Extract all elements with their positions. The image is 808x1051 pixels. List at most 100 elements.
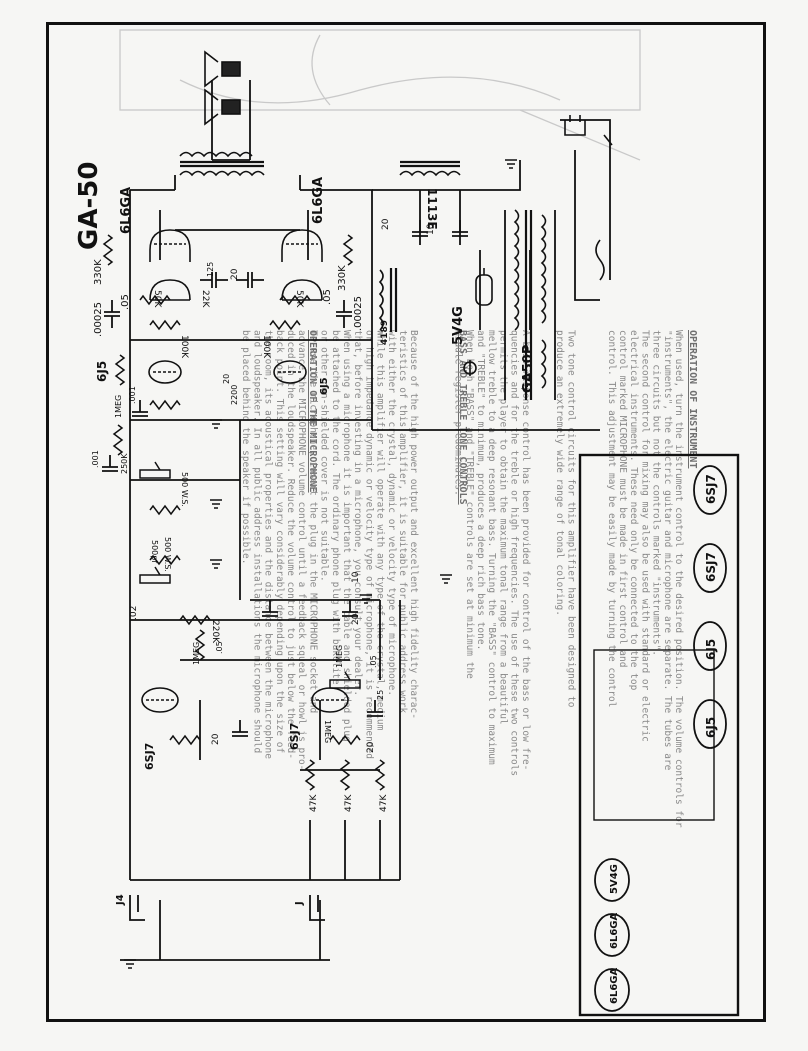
tube-5v4g-icon (463, 268, 493, 376)
label-500pf: 500pf (150, 540, 159, 563)
chassis-tube-socket (693, 699, 727, 749)
label-001-a: .001 (128, 386, 137, 404)
instruction-line: mellow treble to a deep resonant bass. T… (486, 330, 497, 765)
tube-label-6l6-left: 6L6GA (119, 187, 134, 234)
instruction-line: middle register predominates. (453, 330, 464, 496)
speaker-icon (204, 50, 241, 126)
instruction-line: with either the crystal, dynamic or velo… (386, 330, 397, 696)
label-20-bias-r: 20 (222, 374, 231, 384)
instruction-line: A bass response control has been provide… (520, 330, 531, 770)
label-250k: 250K (120, 453, 129, 474)
instruction-line: teristics of this amplifier, it is suita… (397, 330, 408, 713)
instruction-line: When both "BASS" and "TREBLE" controls a… (464, 330, 475, 679)
instruction-line: and "TREBLE" to minimum, produces a deep… (475, 330, 486, 650)
label-10-filter-a: 10 (426, 223, 436, 235)
instruction-line: Two tone control circuits for this ampli… (565, 330, 576, 708)
label-20-bias: 20 (230, 268, 240, 280)
background-sketch (119, 29, 641, 161)
label-25: 25 (376, 690, 385, 700)
chassis-tube-socket (594, 913, 630, 957)
instruction-line: advance the MICROPHONE volume control un… (296, 330, 307, 770)
label-05-pre-right: .05 (369, 655, 378, 668)
schematic-frame (46, 22, 766, 1022)
chassis-tube-label: 6SJ7 (704, 552, 718, 582)
label-20-pre-right: 20 (366, 741, 376, 753)
label-05-right: .05 (322, 289, 333, 305)
output-transformer-icon (179, 151, 265, 177)
label-05-pre: .05 (215, 641, 224, 654)
label-pot-bass: 500 W.S. (180, 472, 189, 507)
instruction-line: control. This adjustment may be easily m… (606, 330, 617, 708)
instruction-line: control marked MICROPHONE must be made i… (617, 330, 628, 667)
label-02: .02 (129, 606, 139, 620)
label-1meg-c: 1MEG (335, 645, 344, 668)
chassis-tube-socket (693, 543, 727, 593)
wiring (120, 80, 611, 961)
tube-label-6sj7-left: 6SJ7 (143, 743, 156, 770)
label-1meg-a: 1MEG (114, 395, 123, 418)
instruction-line: be placed behind the speaker if possible… (240, 330, 251, 565)
tube-label-6j5-right: 6J5 (319, 377, 330, 395)
chassis-tube-socket (594, 968, 630, 1012)
choke-label: 4189 (380, 320, 390, 345)
chassis-tube-socket (594, 858, 630, 902)
chassis-tube-label: 6J5 (704, 639, 718, 660)
chassis-tube-socket (693, 621, 727, 671)
label-330k-right: 330K (337, 265, 348, 291)
label-50k-right: 50K (294, 290, 304, 308)
instruction-line: While this amplifier will operate with a… (375, 330, 386, 731)
chassis-tube-row: 6SJ7 6SJ7 6J5 6J5 (693, 465, 727, 749)
label-330k-left: 330K (93, 259, 104, 285)
instruction-line: permits the player to obtain the maximum… (497, 330, 508, 725)
instruction-line: When using a microphone it is important … (341, 330, 352, 742)
power-plug-icon (564, 115, 613, 281)
instruction-line: the room, its acoustical properties and … (263, 330, 274, 759)
label-22k: 22K (200, 290, 210, 308)
label-2200: 2200 (230, 385, 239, 405)
tube-6l6-right-icon (281, 229, 323, 301)
instruction-line: or high impedance dynamic or velocity ty… (363, 330, 374, 759)
label-jack-j4: J4 (115, 894, 126, 906)
label-20-filter-a: 20 (381, 218, 391, 230)
instruction-line: "instruments", the electric guitar and m… (662, 330, 673, 771)
tube-6l6-left-icon (149, 229, 191, 301)
chassis-tube-label: 6J5 (704, 717, 718, 738)
heading-mic: OPERATION OF THE MICROPHONE (307, 330, 318, 493)
capacitor-group (102, 220, 468, 737)
label-1meg-b: 1MEG (192, 642, 201, 665)
instruction-line: The second control for mixing may also b… (639, 330, 650, 742)
instruction-line: Because of the high power output and exc… (408, 330, 419, 719)
ground-symbols (124, 159, 517, 969)
transformer-label-power: GA50P (521, 345, 536, 393)
chassis-tube-label: 5V4G (609, 864, 620, 894)
instruction-line: back point. This setting will vary consi… (274, 330, 285, 753)
label-jack-j1: J (294, 901, 305, 906)
instruction-line: electrical instruments. These need only … (628, 330, 639, 691)
instruction-line: be attached to the cord. The ordinary ph… (330, 330, 341, 685)
filter-choke-icon (378, 268, 398, 332)
chassis-tube-label: 6SJ7 (704, 474, 718, 504)
instruction-line: produce an extremely wide range of tonal… (554, 330, 565, 616)
tube-6j5-left-icon (148, 360, 182, 384)
power-transformer-icon (513, 209, 547, 400)
label-05-left: .05 (120, 294, 131, 310)
heading-bass: BASS AND TREBLE TONE CONTROLS (457, 330, 468, 505)
input-jack-icons (129, 895, 325, 921)
instruction-line: To use the microphone, insert the plug i… (307, 330, 318, 713)
label-pot-treble: 500 W.S. (163, 537, 172, 572)
label-10-filter-b: 10 (351, 571, 361, 583)
labels: GA-50 6L6GA 6L6GA 5V4G 6J5 6J5 6SJ7 6SJ7… (74, 162, 536, 906)
label-47k-a: 47K (309, 794, 319, 812)
tube-label-6j5-left: 6J5 (95, 361, 109, 382)
instruction-line: that, before investing in a microphone, … (352, 330, 363, 696)
chassis-tube-label: 6L6GA (609, 968, 620, 1004)
instruction-line: When used, turn the instrument control t… (673, 330, 684, 828)
instruction-line: three circuits but not the controls mark… (651, 330, 662, 656)
label-00025-right: .00025 (353, 296, 364, 331)
label-47k-b: 47K (344, 794, 354, 812)
label-001-b: .001 (91, 450, 100, 468)
